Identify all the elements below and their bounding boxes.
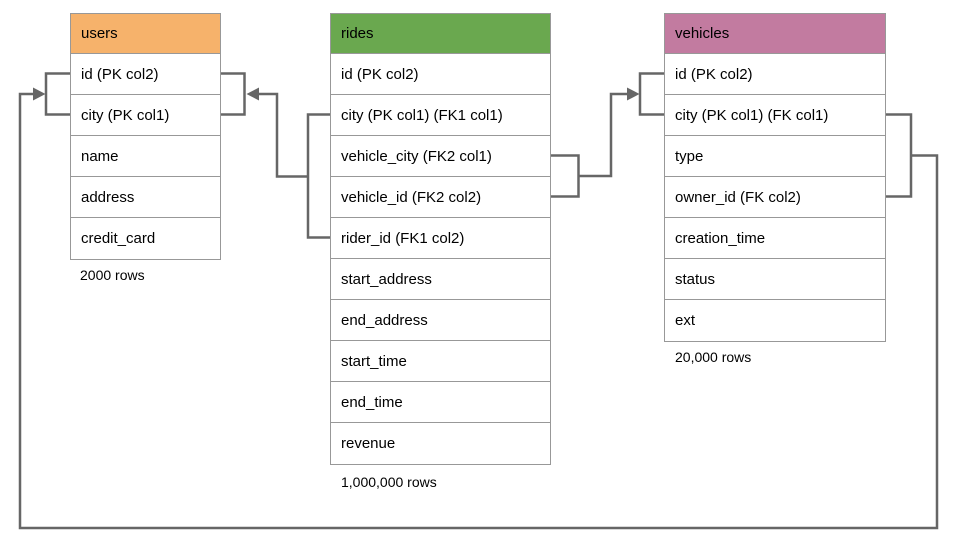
rides-to-vehicles-line [578,92,627,178]
table-rides-header: rides [331,14,550,54]
table-users-column-city: city (PK col1) [71,95,220,136]
users-row-count-label: 2000 rows [80,267,145,283]
table-rides-column-city: city (PK col1) (FK1 col1) [331,95,550,136]
vehicles-row-count-label: 20,000 rows [675,349,752,365]
rides-to-vehicles-arrowhead-icon [627,87,640,101]
table-vehicles-column-id: id (PK col2) [665,54,885,95]
table-users-header: users [71,14,220,54]
table-rides-column-start-address: start_address [331,259,550,300]
rides-to-users-line [259,92,308,178]
table-vehicles-column-type: type [665,136,885,177]
table-rides-column-rider-id: rider_id (FK1 col2) [331,218,550,259]
rides-left-bracket [306,113,330,239]
table-rides-column-vehicle-city: vehicle_city (FK2 col1) [331,136,550,177]
table-vehicles-column-creation-time: creation_time [665,218,885,259]
table-rides-column-end-time: end_time [331,382,550,423]
table-vehicles-column-owner-id: owner_id (FK col2) [665,177,885,218]
table-users: users id (PK col2) city (PK col1) name a… [70,13,221,260]
vehicles-right-bracket [886,113,913,198]
vehicles-to-users-arrowhead-icon [33,87,46,101]
table-vehicles-column-status: status [665,259,885,300]
table-vehicles: vehicles id (PK col2) city (PK col1) (FK… [664,13,886,342]
table-rides-column-revenue: revenue [331,423,550,464]
table-rides-column-end-address: end_address [331,300,550,341]
users-left-bracket [44,72,70,116]
table-vehicles-column-city: city (PK col1) (FK col1) [665,95,885,136]
users-right-bracket [221,72,246,116]
table-users-column-address: address [71,177,220,218]
vehicles-left-bracket [638,72,664,116]
table-users-column-credit-card: credit_card [71,218,220,259]
table-users-column-name: name [71,136,220,177]
table-vehicles-header: vehicles [665,14,885,54]
rides-right-bracket [551,154,580,198]
table-rides: rides id (PK col2) city (PK col1) (FK1 c… [330,13,551,465]
table-users-column-id: id (PK col2) [71,54,220,95]
table-rides-column-vehicle-id: vehicle_id (FK2 col2) [331,177,550,218]
table-vehicles-column-ext: ext [665,300,885,341]
rides-row-count-label: 1,000,000 rows [341,474,437,490]
table-rides-column-id: id (PK col2) [331,54,550,95]
table-rides-column-start-time: start_time [331,341,550,382]
rides-to-users-arrowhead-icon [246,87,259,101]
vehicles-to-users-line [18,92,939,530]
